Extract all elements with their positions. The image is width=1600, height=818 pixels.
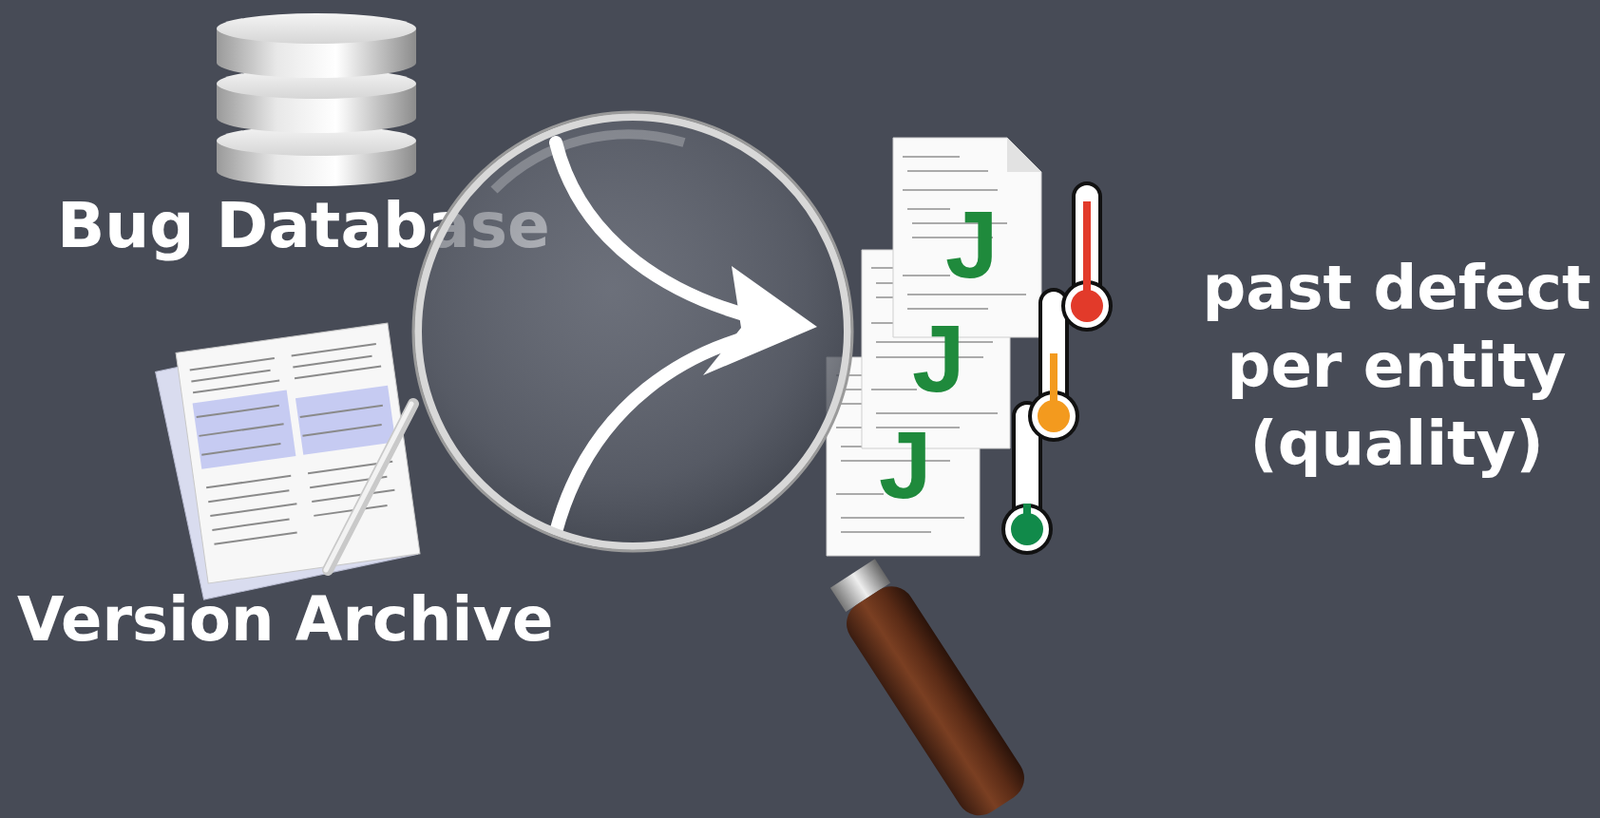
label-text: Version Archive xyxy=(17,584,588,655)
java-letter: J xyxy=(878,410,955,520)
database-icon xyxy=(216,13,417,187)
pencil xyxy=(325,403,414,571)
result-text: past defect per entity (quality) xyxy=(1192,248,1600,483)
source-files xyxy=(826,137,1042,556)
version-archive-icon xyxy=(155,323,420,600)
merge-arrows xyxy=(555,142,818,533)
java-letter: J xyxy=(945,190,1022,300)
thermometers xyxy=(1003,183,1111,553)
java-letter: J xyxy=(912,304,989,414)
